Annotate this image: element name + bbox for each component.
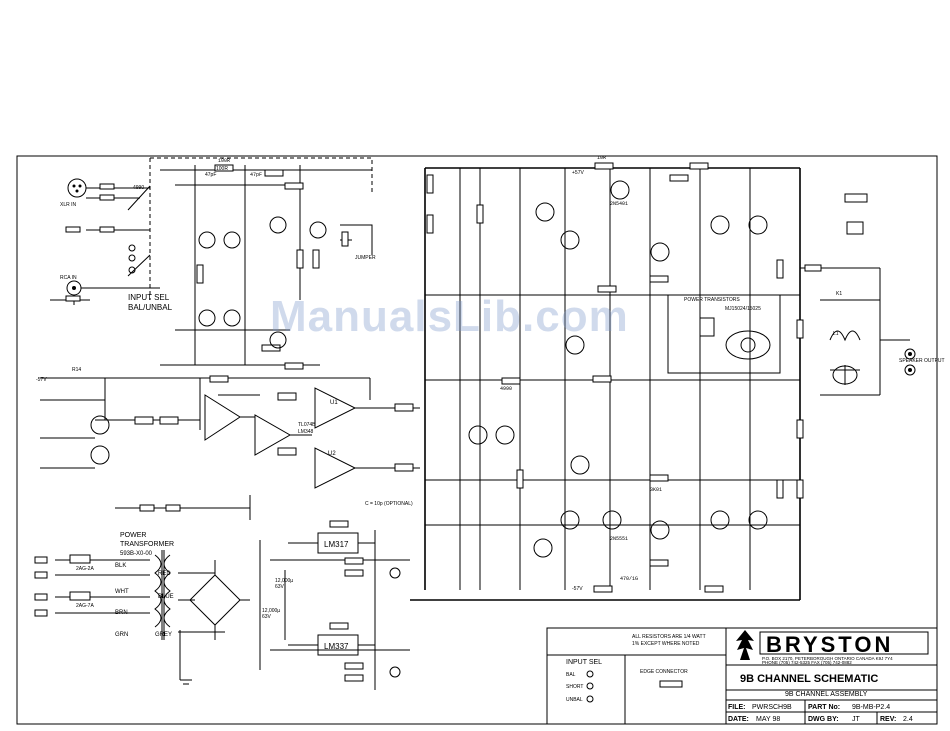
svg-text:BLK: BLK [115,563,126,569]
opamp-u2-b [314,447,357,489]
svg-text:47pF: 47pF [205,172,216,178]
svg-text:10R: 10R [597,155,606,161]
svg-text:PHONE (705) 742-5325 FAX (: PHONE (705) 742-5325 FAX (705) 742-0882 [762,660,852,665]
svg-text:1% EXCEPT WHERE NOTED: 1% EXCEPT WHERE NOTED [632,641,700,647]
svg-text:BAL: BAL [566,672,576,678]
jumper-label: JUMPER [355,255,376,261]
svg-text:LM337: LM337 [324,642,349,651]
xlr-connector [67,178,87,198]
svg-text:2.4: 2.4 [903,716,913,723]
svg-text:2AG-7A: 2AG-7A [76,603,94,609]
svg-text:JT: JT [852,716,861,723]
rca-label: RCA IN [60,275,77,281]
speaker-output-label: SPEAKER OUTPUT [899,358,945,364]
svg-text:U1: U1 [330,400,338,406]
svg-text:2N5401: 2N5401 [610,201,628,207]
power-transistor-box [667,294,781,374]
svg-text:9B CHANNEL ASSEMBLY: 9B CHANNEL ASSEMBLY [785,691,868,698]
svg-text:2N5551: 2N5551 [610,536,628,542]
svg-text:12,000µ: 12,000µ [262,608,280,614]
svg-text:BLUE: BLUE [158,594,174,600]
svg-text:PART No:: PART No: [808,704,840,711]
svg-text:R14: R14 [72,367,81,373]
svg-text:4990: 4990 [500,386,512,392]
svg-text:4990: 4990 [133,185,144,191]
maple-leaf-icon [736,630,754,660]
svg-text:GREY: GREY [155,632,172,638]
svg-text:-57V: -57V [36,377,47,383]
svg-text:DWG BY:: DWG BY: [808,716,839,723]
svg-text:INPUT SEL: INPUT SEL [566,659,602,666]
svg-text:9B-MB-P2.4: 9B-MB-P2.4 [852,704,890,711]
svg-text:POWER TRANSISTORS: POWER TRANSISTORS [684,297,740,303]
opamp-u1 [204,394,241,441]
svg-text:U2: U2 [328,451,336,457]
svg-text:2AG-2A: 2AG-2A [76,566,94,572]
svg-text:P.O. BOX 2170, PETERBOROUGH ON: P.O. BOX 2170, PETERBOROUGH ONTARIO CANA… [762,656,893,661]
svg-text:MAY 98: MAY 98 [756,716,780,723]
svg-text:UNBAL: UNBAL [566,697,583,703]
svg-text:LM348: LM348 [298,429,314,435]
xlr-label: XLR IN [60,202,77,208]
svg-text:+57V: +57V [572,170,584,176]
svg-text:100R: 100R [216,166,228,172]
svg-text:EDGE CONNECTOR: EDGE CONNECTOR [640,669,688,675]
svg-text:TRANSFORMER: TRANSFORMER [120,541,174,548]
svg-text:BRN: BRN [115,610,128,616]
svg-text:12,000µ: 12,000µ [275,578,293,584]
input-buffer-boundary [149,157,373,300]
input-buffer: JUMPER 47pF 100R [160,164,376,370]
svg-text:-57V: -57V [572,586,583,592]
opamp-section: U1 U2 TL074B LM348 C = 10p (OPTIONAL) -5… [36,367,420,520]
input-section: XLR IN RCA IN INPUT SEL BAL/UNBAL 4990 [50,178,173,312]
component-values: 100R 47pF 4990 10R 3K01 470/1G 2N5401 2N… [218,155,662,582]
svg-text:REV:: REV: [880,716,896,723]
svg-text:63V: 63V [275,584,285,590]
svg-text:470/1G: 470/1G [620,576,638,582]
svg-text:47pF: 47pF [250,172,262,178]
svg-text:FILE:: FILE: [728,704,746,711]
opamp-u2-a [314,387,357,429]
svg-text:63V: 63V [262,614,272,620]
svg-text:TL074B: TL074B [298,422,316,428]
svg-text:MJ15024/15025: MJ15024/15025 [725,306,761,312]
svg-text:DATE:: DATE: [728,716,749,723]
sheet-title: 9B CHANNEL SCHEMATIC [740,673,878,685]
svg-text:POWER: POWER [120,532,146,539]
bryston-logo: BRYSTON [766,632,893,657]
svg-text:3K01: 3K01 [650,487,662,493]
optional-note: C = 10p (OPTIONAL) [365,501,413,507]
svg-text:100R: 100R [218,158,230,164]
power-supply: POWER TRANSFORMER 593B-X0-00 2AG-2A 2AG-… [34,520,410,690]
title-block: ALL RESISTORS ARE 1/4 WATT 1% EXCEPT WHE… [546,627,938,725]
svg-text:RED: RED [158,571,171,577]
svg-text:593B-X0-00: 593B-X0-00 [120,551,153,557]
svg-text:ALL RESISTORS ARE 1/4 WATT: ALL RESISTORS ARE 1/4 WATT [632,634,706,640]
svg-text:L1: L1 [833,331,839,337]
svg-text:GRN: GRN [115,632,128,638]
bridge-rectifier [189,574,241,626]
logo-frame [759,631,929,655]
svg-text:SHORT: SHORT [566,684,583,690]
drawing-border [16,155,938,725]
svg-text:WHT: WHT [115,589,129,595]
svg-text:K1: K1 [836,291,842,297]
svg-text:LM317: LM317 [324,540,349,549]
bal-unbal-label: BAL/UNBAL [128,303,173,312]
output-stage: POWER TRANSISTORS MJ15024/15025 +57V -57… [410,162,945,601]
input-sel-label: INPUT SEL [128,293,170,302]
svg-text:PWRSCH9B: PWRSCH9B [752,704,792,711]
